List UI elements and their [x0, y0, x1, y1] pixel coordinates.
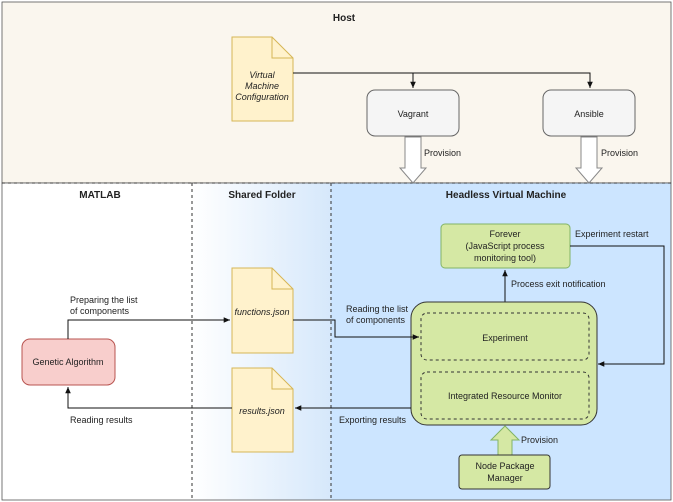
functions-json-note: functions.json	[231, 267, 294, 354]
vm-config-note: Virtual Machine Configuration	[231, 36, 294, 122]
experiment-restart-label: Experiment restart	[575, 229, 649, 239]
exporting-results-label: Exporting results	[339, 415, 407, 425]
reading-list-line: Reading the list	[346, 304, 409, 314]
preparing-list-edge: Preparing the list of components	[67, 295, 230, 339]
forever-line: Forever	[489, 229, 520, 239]
matlab-title: MATLAB	[79, 190, 120, 201]
provision-arrow-npm: Provision	[489, 425, 558, 456]
resource-monitor-label: Integrated Resource Monitor	[448, 391, 562, 401]
config-edges	[293, 72, 593, 88]
genetic-algorithm-node: Genetic Algorithm	[21, 338, 116, 386]
reading-list-edge: Reading the list of components	[293, 304, 419, 340]
genetic-algorithm-label: Genetic Algorithm	[32, 357, 103, 367]
ansible-label: Ansible	[574, 109, 604, 119]
host-title: Host	[333, 13, 356, 24]
experiment-restart-edge: Experiment restart	[570, 229, 665, 367]
exporting-results-edge: Exporting results	[295, 405, 411, 425]
provision-arrow-ansible: Provision	[574, 136, 638, 184]
shared-folder-title: Shared Folder	[228, 190, 295, 201]
npm-line: Manager	[487, 473, 523, 483]
provision-ansible-label: Provision	[601, 148, 638, 158]
vagrant-node: Vagrant	[366, 89, 460, 137]
npm-node: Node Package Manager	[458, 454, 551, 490]
vm-config-line: Configuration	[235, 92, 289, 102]
headless-vm-title: Headless Virtual Machine	[446, 190, 567, 201]
process-exit-edge: Process exit notification	[502, 270, 606, 302]
vagrant-label: Vagrant	[398, 109, 429, 119]
forever-line: (JavaScript process	[465, 241, 545, 251]
reading-results-label: Reading results	[70, 415, 133, 425]
provision-vagrant-label: Provision	[424, 148, 461, 158]
provision-npm-label: Provision	[521, 435, 558, 445]
vm-config-line: Machine	[245, 81, 279, 91]
vm-runtime-container: Experiment Integrated Resource Monitor	[410, 301, 598, 426]
preparing-list-line: of components	[70, 306, 130, 316]
process-exit-label: Process exit notification	[511, 279, 606, 289]
npm-line: Node Package	[475, 461, 534, 471]
forever-node: Forever (JavaScript process monitoring t…	[440, 223, 571, 269]
results-json-label: results.json	[239, 406, 285, 416]
forever-line: monitoring tool)	[474, 253, 536, 263]
vm-config-line: Virtual	[249, 70, 275, 80]
provision-arrow-vagrant: Provision	[398, 136, 461, 184]
functions-json-label: functions.json	[234, 307, 289, 317]
preparing-list-line: Preparing the list	[70, 295, 138, 305]
ansible-node: Ansible	[542, 89, 636, 137]
results-json-note: results.json	[231, 367, 294, 453]
reading-results-edge: Reading results	[65, 387, 232, 425]
experiment-label: Experiment	[482, 333, 528, 343]
reading-list-line: of components	[346, 315, 406, 325]
